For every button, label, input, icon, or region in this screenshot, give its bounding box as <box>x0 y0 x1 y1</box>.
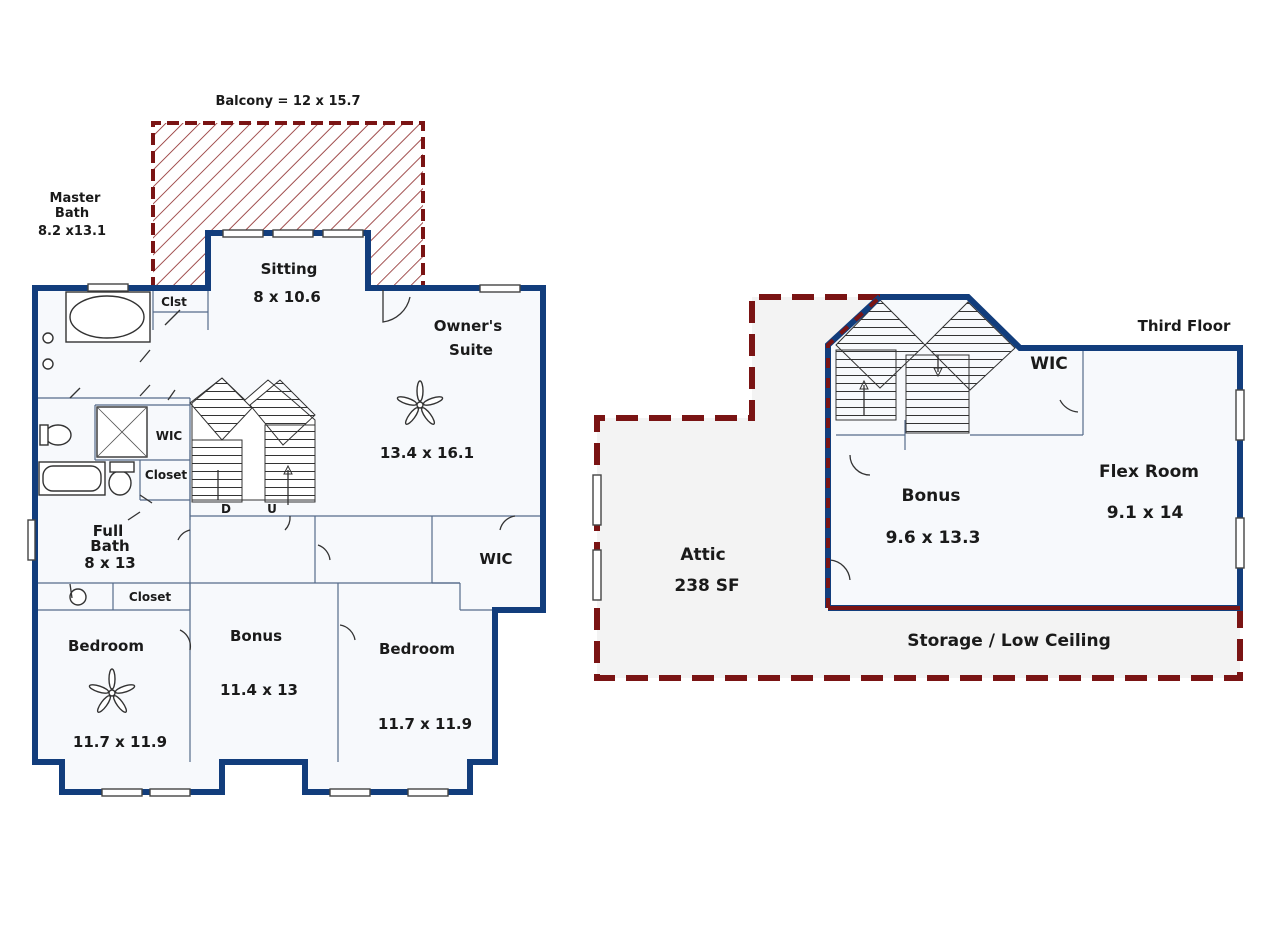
svg-text:8 x 10.6: 8 x 10.6 <box>253 288 321 306</box>
svg-text:8 x 13: 8 x 13 <box>84 554 135 572</box>
svg-text:Master: Master <box>50 191 101 206</box>
svg-text:Bath: Bath <box>90 537 129 555</box>
svg-text:Suite: Suite <box>449 341 493 359</box>
wic-left-label: WIC <box>156 429 183 443</box>
bonus-label: Bonus 11.4 x 13 <box>220 627 298 699</box>
bedroom-right-label: Bedroom 11.7 x 11.9 <box>378 640 472 733</box>
staircase-third-floor <box>835 299 1016 434</box>
svg-text:13.4 x 16.1: 13.4 x 16.1 <box>380 444 474 462</box>
windows-third-floor <box>592 389 1245 601</box>
door-swings-second-floor <box>69 290 516 651</box>
third-floor-plan: Third Floor WIC Attic 238 SF Bonus 9.6 x… <box>592 294 1245 681</box>
second-floor-interior <box>35 233 543 792</box>
second-floor-plan: Balcony = 12 x 15.7 Master Bath 8.2 x13.… <box>27 94 546 797</box>
svg-text:238 SF: 238 SF <box>674 576 739 596</box>
attic-label: Attic 238 SF <box>674 545 739 596</box>
stair-up-label: U <box>267 502 277 516</box>
closet-bath-label: Closet <box>145 468 187 482</box>
sitting-label: Sitting 8 x 10.6 <box>253 260 321 306</box>
svg-text:11.4 x 13: 11.4 x 13 <box>220 681 298 699</box>
svg-text:9.1 x 14: 9.1 x 14 <box>1107 503 1184 523</box>
svg-text:Full: Full <box>93 522 123 540</box>
closet-bottom-label: Closet <box>129 590 171 604</box>
stair-down-label: D <box>221 502 231 516</box>
interior-walls-third <box>829 348 1084 581</box>
svg-text:9.6 x 13.3: 9.6 x 13.3 <box>886 528 981 548</box>
svg-text:Bedroom: Bedroom <box>379 640 455 658</box>
ceiling-fan-icon <box>88 668 136 713</box>
svg-text:Sitting: Sitting <box>261 260 318 278</box>
storage-area <box>828 608 1240 678</box>
third-floor-title: Third Floor <box>1138 317 1231 335</box>
svg-text:Owner's: Owner's <box>434 317 502 335</box>
interior-walls <box>35 288 543 762</box>
svg-text:8.2 x13.1: 8.2 x13.1 <box>38 224 106 239</box>
windows-second-floor <box>27 229 521 797</box>
storage-label: Storage / Low Ceiling <box>907 631 1111 651</box>
bath-fixtures <box>38 291 151 606</box>
svg-text:Bath: Bath <box>55 206 89 221</box>
wic-third-label: WIC <box>1030 354 1068 374</box>
full-bath-label: Full Bath 8 x 13 <box>84 522 135 572</box>
svg-text:Bedroom: Bedroom <box>68 637 144 655</box>
attic-outline <box>594 294 880 681</box>
staircase-second-floor <box>189 377 316 505</box>
flex-room-label: Flex Room 9.1 x 14 <box>1099 462 1199 523</box>
owners-suite-label: Owner's Suite 13.4 x 16.1 <box>380 317 502 462</box>
ceiling-fan-icon <box>396 380 444 425</box>
clst-label: Clst <box>161 295 187 309</box>
svg-text:11.7 x 11.9: 11.7 x 11.9 <box>73 733 167 751</box>
wic-right-label: WIC <box>479 550 512 568</box>
bedroom-left-label: Bedroom 11.7 x 11.9 <box>68 637 167 751</box>
svg-text:Flex Room: Flex Room <box>1099 462 1199 482</box>
svg-text:Bonus: Bonus <box>230 627 282 645</box>
attic-area <box>597 297 880 678</box>
svg-text:11.7 x 11.9: 11.7 x 11.9 <box>378 715 472 733</box>
bonus-third-label: Bonus 9.6 x 13.3 <box>886 486 981 548</box>
svg-text:Attic: Attic <box>680 545 725 565</box>
balcony-label: Balcony = 12 x 15.7 <box>215 94 360 109</box>
svg-text:Bonus: Bonus <box>902 486 961 506</box>
master-bath-label: Master Bath 8.2 x13.1 <box>38 191 106 239</box>
